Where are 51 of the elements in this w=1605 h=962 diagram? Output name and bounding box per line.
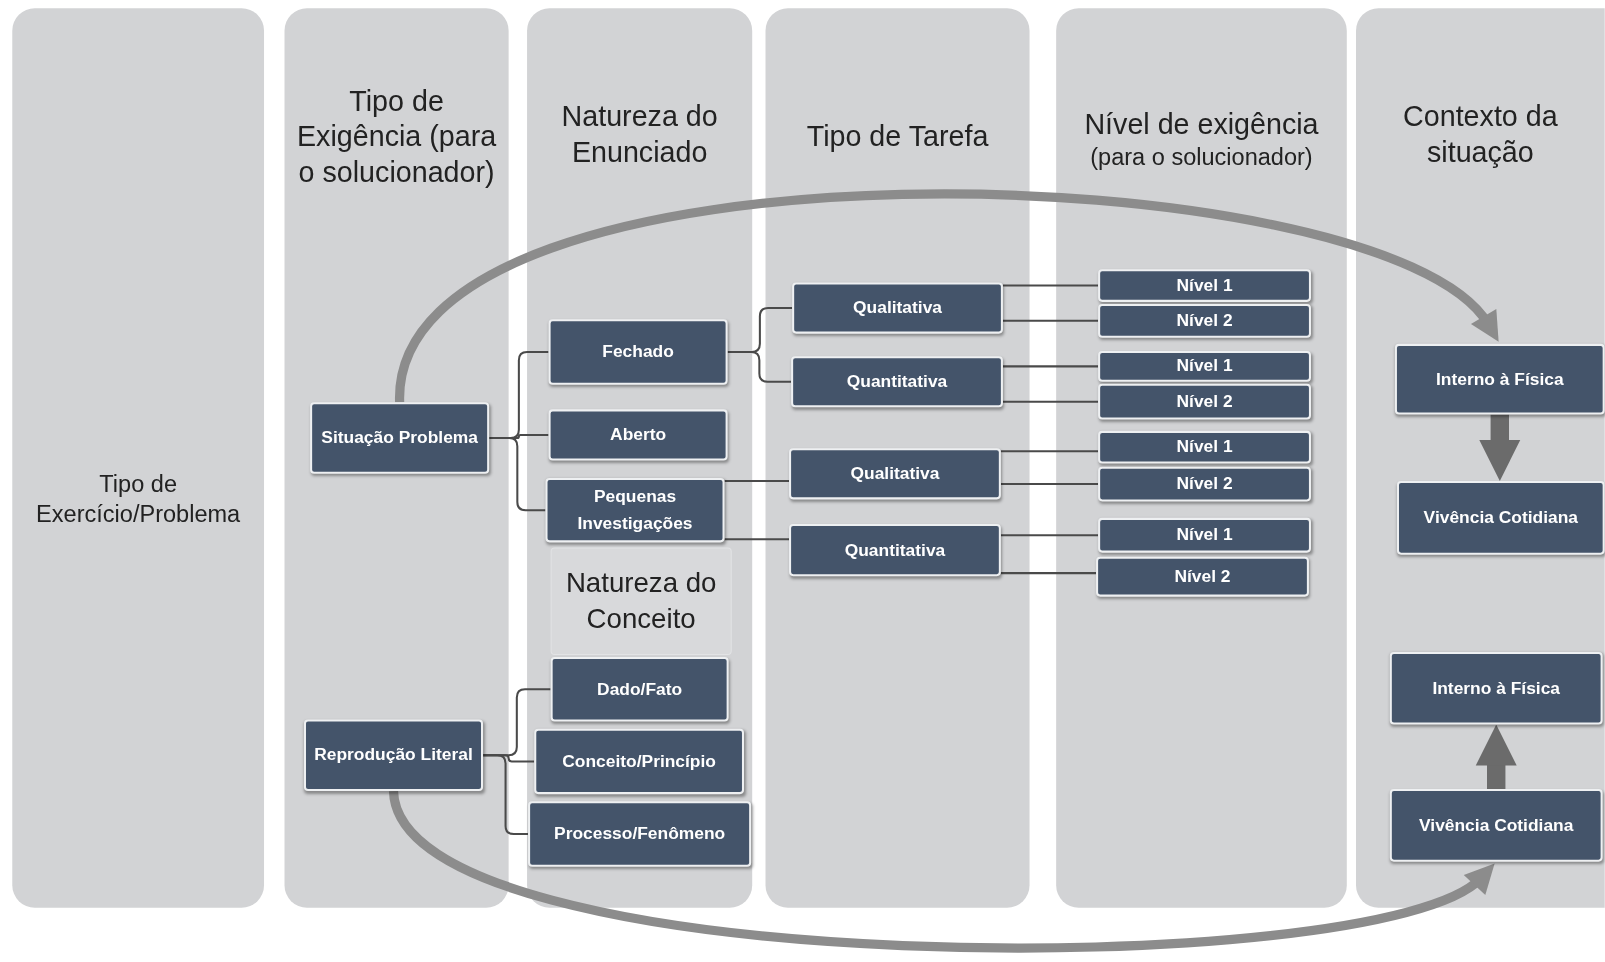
connector-line [1000, 483, 1099, 486]
category-box: Nível 1 [1098, 430, 1311, 464]
connector-line [724, 538, 790, 541]
connector-line [1000, 450, 1099, 453]
connector-line [1000, 572, 1097, 575]
category-box: Nível 1 [1098, 351, 1311, 382]
connector-line [1000, 534, 1099, 537]
category-box: Conceito/Princípio [534, 728, 744, 795]
column-band [284, 8, 509, 908]
block-arrow [1475, 724, 1517, 790]
category-box: Nível 1 [1098, 517, 1311, 553]
category-box: Processo/Fenômeno [528, 801, 752, 867]
category-box: Nível 2 [1098, 303, 1311, 338]
connector-line [1002, 319, 1099, 322]
category-box: Quantitativa [789, 524, 1001, 577]
category-box: Nível 2 [1098, 383, 1311, 420]
column-heading: Natureza do Enunciado [560, 99, 719, 170]
category-box: Nível 2 [1096, 556, 1309, 597]
category-box: Dado/Fato [550, 657, 729, 722]
column-band [527, 8, 753, 908]
connector-line [1002, 365, 1099, 368]
column-heading: (para o solucionador) [1090, 141, 1313, 172]
bracket-line [727, 351, 792, 383]
category-box: Qualitativa [792, 282, 1003, 334]
category-box: Nível 1 [1098, 269, 1311, 302]
connector-line [724, 479, 790, 483]
category-box: Interno à Física [1394, 343, 1605, 415]
category-box: Nível 2 [1098, 466, 1311, 502]
column-heading: Tipo de Exigência (para o solucionador) [296, 83, 498, 190]
column-heading: Tipo de Tarefa [806, 119, 989, 154]
column-heading: Nível de exigência [1084, 107, 1319, 142]
connector-line [1002, 284, 1099, 287]
column-heading: Contexto da situação [1402, 99, 1559, 170]
category-box: Reprodução Literal [303, 719, 484, 792]
category-box: Quantitativa [791, 356, 1003, 408]
column-heading: Tipo de Exercício/Problema [35, 470, 242, 529]
column-band [12, 8, 265, 908]
category-box: Pequenas Investigações [545, 477, 725, 543]
category-box: Qualitativa [789, 448, 1001, 500]
category-box: Vivência Cotidiana [1396, 481, 1605, 555]
category-box: Aberto [548, 409, 728, 461]
column-band [1056, 8, 1347, 908]
category-box: Situação Problema [310, 402, 490, 474]
category-box: Fechado [548, 319, 728, 385]
heading-box: Natureza do Conceito [550, 547, 732, 655]
category-box: Interno à Física [1389, 651, 1603, 725]
connector-line [1002, 400, 1099, 403]
column-band [1356, 8, 1605, 908]
column-band [765, 8, 1030, 908]
block-arrow [1479, 414, 1521, 481]
category-box: Vivência Cotidiana [1389, 789, 1603, 862]
